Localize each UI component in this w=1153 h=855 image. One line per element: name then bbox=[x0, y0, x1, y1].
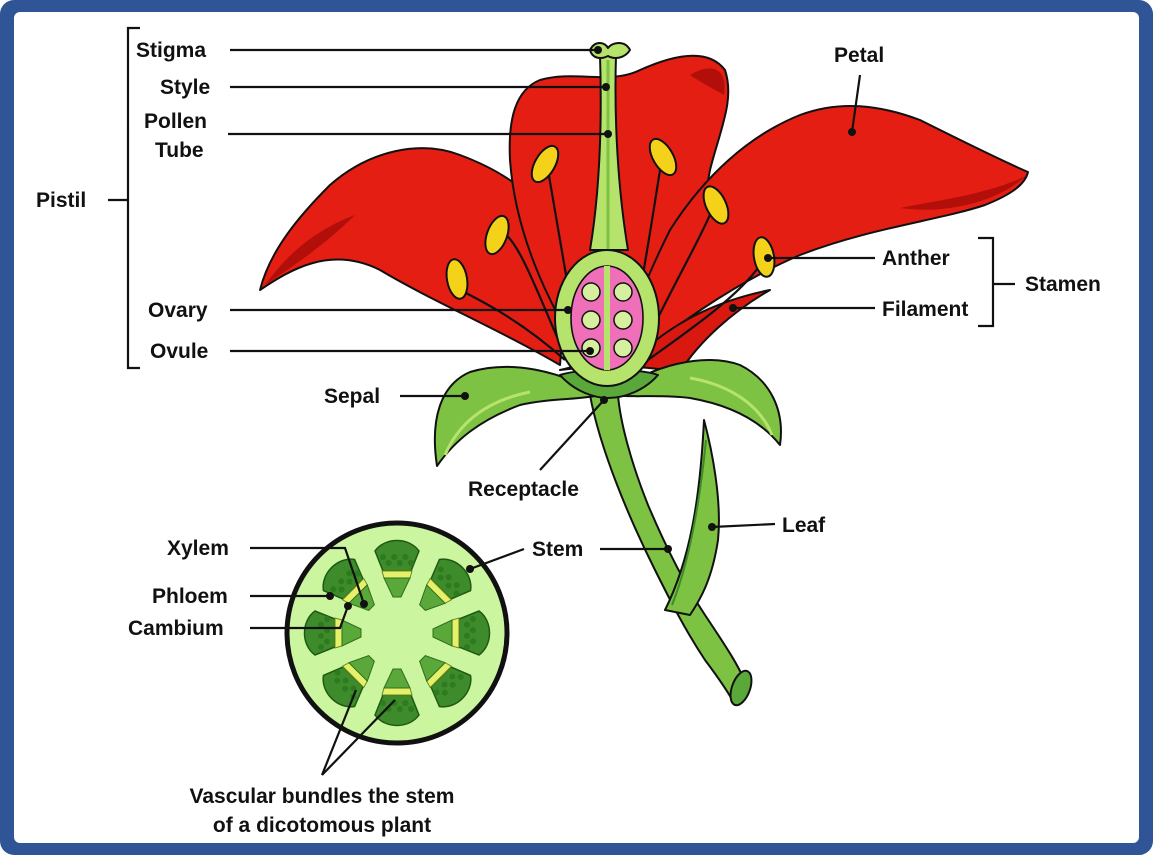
xylem-dot bbox=[360, 600, 368, 608]
label-ovule: Ovule bbox=[150, 340, 208, 363]
label-stamen: Stamen bbox=[1025, 273, 1101, 296]
flower-diagram: Stigma Style Pollen Tube Pistil Ovary Ov… bbox=[14, 12, 1139, 843]
ovule-3 bbox=[582, 311, 600, 329]
pistil-bracket bbox=[128, 28, 140, 368]
petal-dot bbox=[848, 128, 856, 136]
stem-cross-section bbox=[287, 523, 507, 743]
ovary-dot bbox=[564, 306, 572, 314]
filament-dot bbox=[729, 304, 737, 312]
stamen-bracket bbox=[978, 238, 993, 326]
diagram-panel: Stigma Style Pollen Tube Pistil Ovary Ov… bbox=[14, 12, 1139, 843]
pollen-tube-dot bbox=[604, 130, 612, 138]
stem-dot bbox=[664, 545, 672, 553]
ovule-4 bbox=[614, 311, 632, 329]
label-cambium: Cambium bbox=[128, 617, 224, 640]
label-sepal: Sepal bbox=[324, 385, 380, 408]
label-receptacle: Receptacle bbox=[468, 478, 579, 501]
label-stigma: Stigma bbox=[136, 39, 206, 62]
label-leaf: Leaf bbox=[782, 514, 826, 537]
ovule-1 bbox=[582, 283, 600, 301]
leaf-dot bbox=[708, 523, 716, 531]
phloem-dot bbox=[326, 592, 334, 600]
label-xylem: Xylem bbox=[167, 537, 229, 560]
caption-line-2: of a dicotomous plant bbox=[213, 814, 431, 837]
label-filament: Filament bbox=[882, 298, 968, 321]
label-petal: Petal bbox=[834, 44, 884, 67]
label-pollen: Pollen bbox=[144, 110, 207, 133]
label-anther: Anther bbox=[882, 247, 950, 270]
label-phloem: Phloem bbox=[152, 585, 228, 608]
label-style: Style bbox=[160, 76, 210, 99]
cross-section-dot bbox=[466, 565, 474, 573]
label-tube: Tube bbox=[155, 139, 204, 162]
stem-and-leaf bbox=[590, 395, 756, 708]
ovule-6 bbox=[614, 339, 632, 357]
style-dot bbox=[602, 83, 610, 91]
sepal-dot bbox=[461, 392, 469, 400]
cambium-dot bbox=[344, 602, 352, 610]
leaf-leader bbox=[712, 524, 775, 527]
ovule-dot bbox=[586, 347, 594, 355]
caption-line-1: Vascular bundles the stem bbox=[190, 785, 455, 808]
anther-dot bbox=[764, 254, 772, 262]
stigma-dot bbox=[594, 46, 602, 54]
label-ovary: Ovary bbox=[148, 299, 208, 322]
receptacle-dot bbox=[600, 396, 608, 404]
label-stem: Stem bbox=[532, 538, 583, 561]
label-pistil: Pistil bbox=[36, 189, 86, 212]
ovule-2 bbox=[614, 283, 632, 301]
receptacle-leader bbox=[540, 400, 604, 470]
